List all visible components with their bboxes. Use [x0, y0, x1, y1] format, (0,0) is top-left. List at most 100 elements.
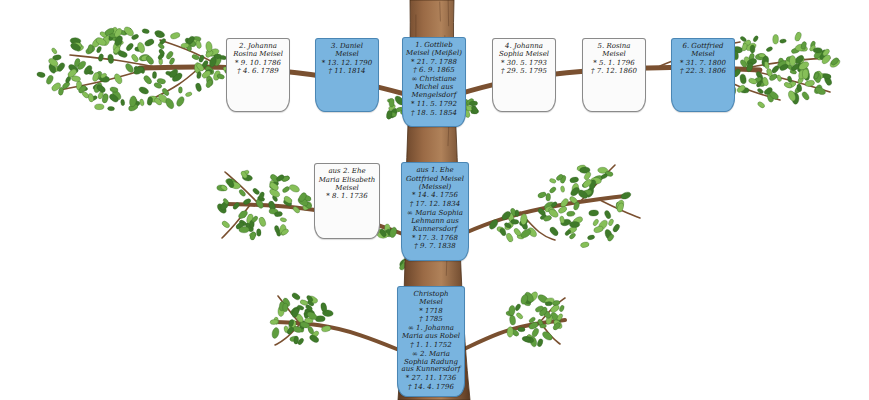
leaf [251, 215, 259, 223]
person-card: 5. Rosina Meisel* 5. 1. 1796† 7. 12. 186… [582, 38, 646, 112]
leaf [580, 241, 590, 248]
life-data: † 9. 7. 1838 [405, 243, 465, 251]
leaf [136, 41, 145, 53]
leaf [549, 178, 557, 184]
leaf [288, 183, 300, 193]
leaf [513, 227, 522, 237]
leaf [514, 303, 521, 311]
leaf [550, 201, 557, 208]
leaf [252, 187, 261, 195]
leaf [123, 25, 136, 37]
leaf [379, 228, 388, 238]
leaf [814, 72, 819, 79]
leaf [243, 198, 252, 206]
leaf [85, 45, 97, 56]
leaf [471, 105, 479, 115]
leaf [100, 72, 108, 79]
leaf [205, 41, 212, 52]
leaf [107, 54, 114, 64]
leaf [545, 302, 552, 306]
leaf [113, 73, 124, 85]
life-data: † 1. 1. 1752 [401, 342, 461, 350]
leaf [820, 54, 832, 66]
leaf [740, 36, 747, 43]
leaf [258, 216, 267, 227]
twig [520, 212, 555, 240]
leaf [559, 305, 565, 313]
leaf [74, 58, 81, 67]
leaf [87, 44, 93, 53]
leaf [583, 171, 592, 181]
leaf [195, 62, 205, 72]
twig [225, 172, 260, 205]
leaf [321, 325, 331, 332]
leaf [389, 98, 394, 107]
leaf [763, 86, 773, 95]
leaf [762, 77, 770, 87]
life-data: ∞ 1. Johanna Maria aus Robel [401, 325, 461, 341]
leaf [522, 336, 532, 343]
leaf [764, 61, 770, 69]
leaf [120, 99, 124, 106]
person-name: 3. Daniel Meisel [319, 43, 375, 59]
leaf [736, 84, 746, 93]
leaf [511, 219, 519, 224]
leaf [147, 96, 154, 105]
leaf [138, 86, 150, 96]
leaf [566, 211, 575, 217]
leaf [607, 233, 615, 242]
branch [275, 322, 404, 352]
life-data: * 9. 10. 1786 [230, 60, 286, 68]
leaf [292, 206, 301, 215]
twig [278, 296, 300, 324]
leaf [569, 176, 579, 183]
leaf [600, 173, 608, 180]
leaf [307, 326, 315, 335]
leaf [157, 78, 166, 85]
leaf [96, 46, 102, 54]
leaf [222, 198, 229, 206]
leaf [766, 46, 774, 52]
leaf [56, 61, 66, 72]
leaf [779, 39, 786, 44]
life-data: Gottfried Meisel (Meissel) [405, 176, 465, 192]
leaf [175, 95, 185, 107]
leaf [548, 208, 560, 219]
leaf [132, 65, 144, 76]
leaf [181, 43, 189, 48]
leaf [748, 77, 758, 85]
leaf [802, 69, 808, 79]
leaf [796, 84, 802, 92]
leaf [268, 181, 279, 192]
leaf [155, 32, 163, 38]
life-data: † 17. 12. 1834 [405, 201, 465, 209]
leaf [270, 319, 279, 325]
leaf [741, 43, 748, 52]
leaf [145, 55, 155, 66]
leaf [154, 29, 166, 38]
leaf [129, 95, 137, 107]
leaf [515, 210, 519, 217]
leaf [556, 313, 563, 321]
leaf [196, 71, 202, 79]
leaf [274, 211, 283, 217]
leaf [805, 80, 815, 87]
leaf [537, 191, 547, 199]
leaf [298, 191, 308, 202]
leaf [546, 193, 551, 201]
leaf [195, 82, 202, 92]
leaf [813, 48, 822, 53]
leaf [109, 86, 118, 93]
person-card: Christoph Meisel* 1718† 1785∞ 1. Johanna… [397, 286, 465, 397]
leaf [587, 234, 595, 240]
life-data: * 27. 11. 1736 [401, 375, 461, 383]
leaf [47, 57, 59, 68]
life-data: * 11. 5. 1792 [406, 101, 462, 109]
leaf [51, 47, 58, 55]
life-data: † 6. 9. 1865 [406, 67, 462, 75]
leaf [249, 231, 256, 241]
leaf [389, 226, 398, 238]
leaf [283, 195, 293, 204]
leaf [107, 106, 114, 111]
